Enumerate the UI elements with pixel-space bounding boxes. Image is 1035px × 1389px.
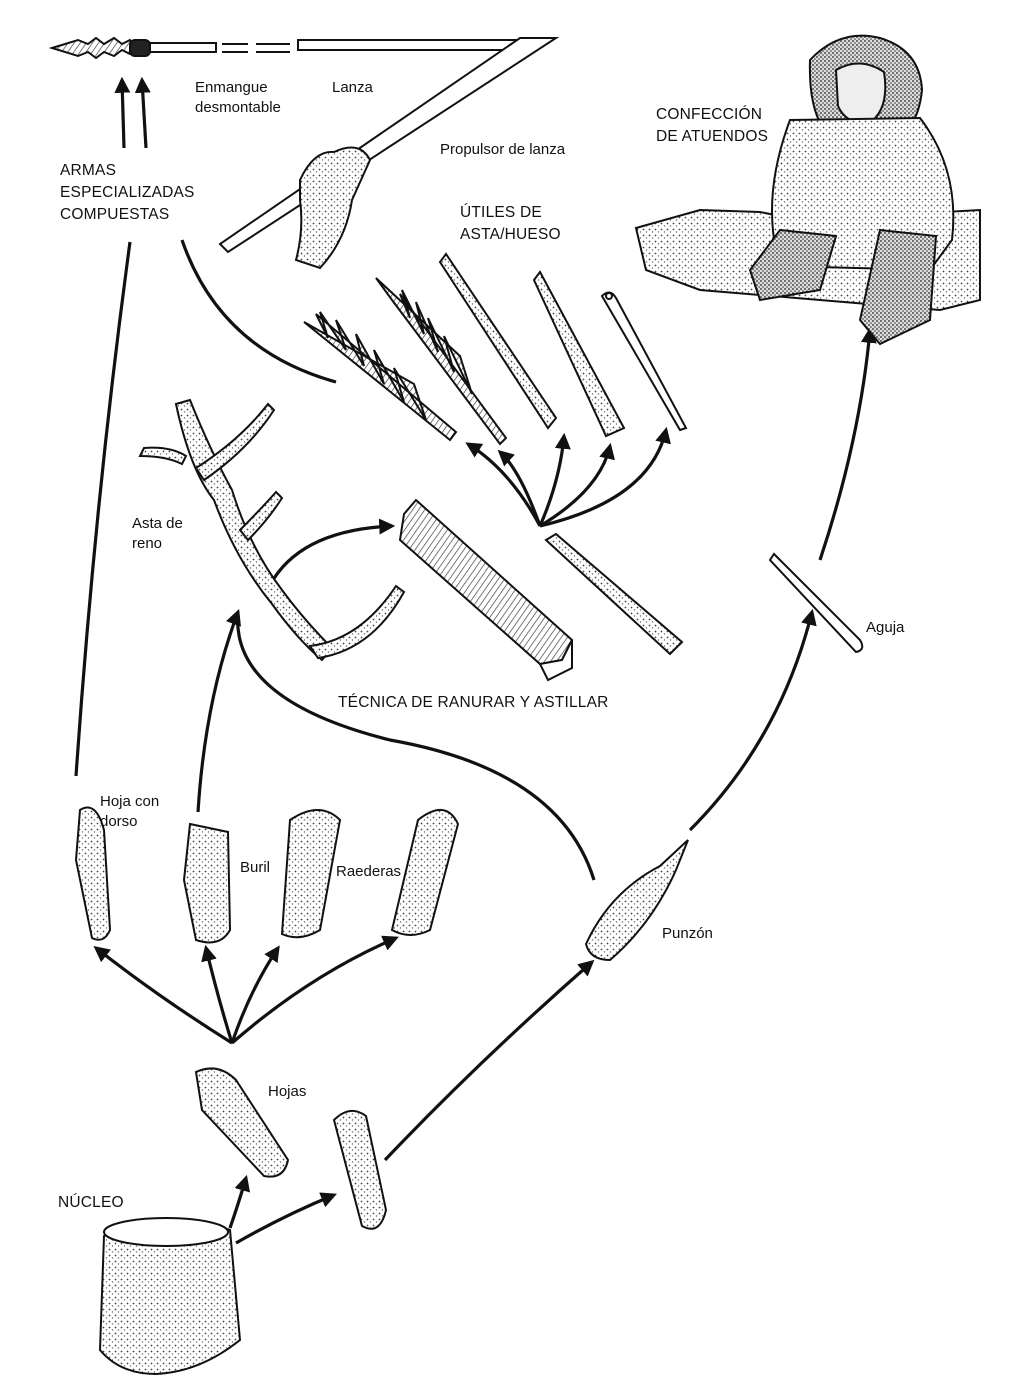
- arrow-tecnica-to-utiles-3: [538, 432, 571, 527]
- flow-arrows: [74, 76, 877, 1245]
- splinter-blank: [544, 532, 684, 656]
- label-tecnica-ranurar-astillar: TÉCNICA DE RANURAR Y ASTILLAR: [338, 694, 609, 711]
- label-aguja: Aguja: [866, 619, 905, 636]
- right-leg: [858, 228, 938, 346]
- arrow-tecnica-to-utiles-2: [497, 449, 542, 527]
- spear-point: [48, 36, 138, 60]
- label-propulsor-de-lanza: Propulsor de lanza: [440, 141, 566, 158]
- left-leg: [748, 228, 838, 302]
- arrow-hoja-dorso-to-armas: [74, 241, 132, 777]
- spear-foreshaft: [149, 42, 217, 53]
- bone-point: [532, 270, 626, 438]
- arrow-blade-to-punzon: [383, 959, 595, 1162]
- arrow-tecnica-to-utiles-1: [465, 442, 542, 527]
- arrow-hojas-to-buril: [201, 944, 234, 1044]
- harpoon-barbed-1: [303, 311, 458, 442]
- label-enmangue-desmontable: Enmangue desmontable: [195, 79, 281, 116]
- barbed-point: [438, 252, 558, 430]
- face: [834, 62, 887, 126]
- label-confeccion-de-atuendos: CONFECCIÓN DE ATUENDOS: [656, 106, 769, 145]
- label-nucleo: NÚCLEO: [58, 1194, 124, 1211]
- antler-tine-4: [308, 584, 406, 660]
- needle-eye: [605, 292, 613, 300]
- label-raederas: Raederas: [336, 863, 402, 880]
- awl: [584, 839, 689, 962]
- awl-blank: [332, 1109, 388, 1230]
- grooving-technique-illustration: [398, 498, 684, 682]
- stone-tools: [74, 552, 864, 1376]
- label-lanza: Lanza: [332, 79, 373, 96]
- backed-blade: [74, 806, 112, 941]
- arrow-hojas-to-raederas-2: [230, 935, 399, 1045]
- split-bundle-face: [538, 639, 573, 682]
- spear-socket: [129, 39, 151, 57]
- label-hoja-con-dorso: Hoja con dorso: [100, 793, 160, 830]
- arrow-nucleo-to-hojas: [228, 1174, 251, 1229]
- blade: [194, 1067, 290, 1178]
- label-hojas: Hojas: [268, 1083, 307, 1100]
- scraper-2: [390, 809, 460, 936]
- label-asta-de-reno: Asta de reno: [132, 515, 183, 552]
- harpoon-barbed-2: [375, 277, 508, 446]
- clothed-person-illustration: [634, 34, 981, 346]
- spear-illustration: [48, 36, 560, 270]
- label-buril: Buril: [240, 859, 271, 876]
- antler-tine-1: [194, 402, 276, 482]
- core-striking-platform: [103, 1217, 229, 1247]
- spear-shaft: [297, 39, 521, 51]
- label-utiles-de-asta-hueso: ÚTILES DE ASTA/HUESO: [460, 204, 561, 243]
- arrow-armas-to-weapon-1: [114, 76, 131, 149]
- arrow-buril-to-asta: [196, 609, 241, 813]
- eyed-needle: [768, 552, 864, 654]
- arrow-tecnica-to-utiles-5: [539, 426, 671, 528]
- reindeer-antler-illustration: [138, 398, 406, 662]
- arrow-hojas-to-raederas-1: [230, 945, 280, 1044]
- arrow-hojas-to-hoja-con-dorso: [93, 946, 233, 1045]
- arrow-nucleo-to-punzon-blade: [235, 1192, 337, 1245]
- arrow-armas-to-weapon-2: [134, 76, 151, 149]
- arrow-armas-to-utiles: [180, 239, 337, 384]
- antler-tine-2: [138, 446, 188, 466]
- burin: [182, 822, 232, 944]
- arrow-punzon-to-asta: [236, 611, 596, 881]
- antler-bone-tools: [303, 252, 688, 446]
- label-armas-especializadas: ARMAS ESPECIALIZADAS COMPUESTAS: [60, 162, 195, 223]
- label-punzon: Punzón: [662, 925, 713, 942]
- hand-holding-thrower: [294, 146, 372, 270]
- scraper-1: [280, 809, 342, 939]
- arrow-tecnica-to-utiles-4: [539, 442, 615, 528]
- arrow-asta-to-tecnica: [268, 518, 396, 586]
- antler-tine-3: [238, 490, 284, 542]
- arrow-aguja-to-atuendos: [818, 326, 877, 561]
- arrow-punzon-to-aguja: [688, 608, 817, 832]
